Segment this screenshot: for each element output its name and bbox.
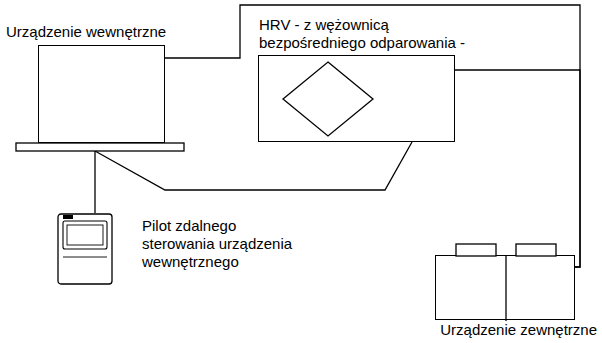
fan-cap (456, 244, 496, 256)
pipe-connector (94, 151, 95, 213)
indoor-panel-figure (39, 46, 166, 144)
node-label: Urządzenie wewnętrzne (6, 23, 166, 41)
remote-button-row (63, 257, 107, 258)
fan-cap (516, 244, 556, 256)
remote-screen (67, 225, 103, 245)
decoration-panel (16, 143, 184, 151)
node-label: Pilot zdalnego sterowania urządzenia wew… (142, 217, 307, 271)
remote-screen-frame (63, 221, 107, 249)
hrv-unit: HRV - z wężownicą bezpośredniego odparow… (258, 55, 455, 142)
pipe-connector (455, 70, 580, 267)
remote-figure (57, 213, 113, 285)
module-divider (505, 256, 506, 321)
outdoor-figure (436, 256, 576, 321)
remote-controller: Pilot zdalnego sterowania urządzenia wew… (57, 213, 113, 285)
hrv-coil-figure (259, 56, 456, 143)
remote-body (58, 214, 112, 284)
coil-diamond (283, 62, 373, 136)
node-label: Urządzenie zewnętrzne (440, 321, 597, 339)
remote-indicator (63, 215, 73, 219)
node-label: HRV - z wężownicą bezpośredniego odparow… (259, 16, 474, 52)
outdoor-unit: Urządzenie zewnętrzne (435, 255, 575, 320)
pipe-connector (95, 142, 412, 190)
indoor-unit: Urządzenie wewnętrzne (38, 45, 165, 143)
